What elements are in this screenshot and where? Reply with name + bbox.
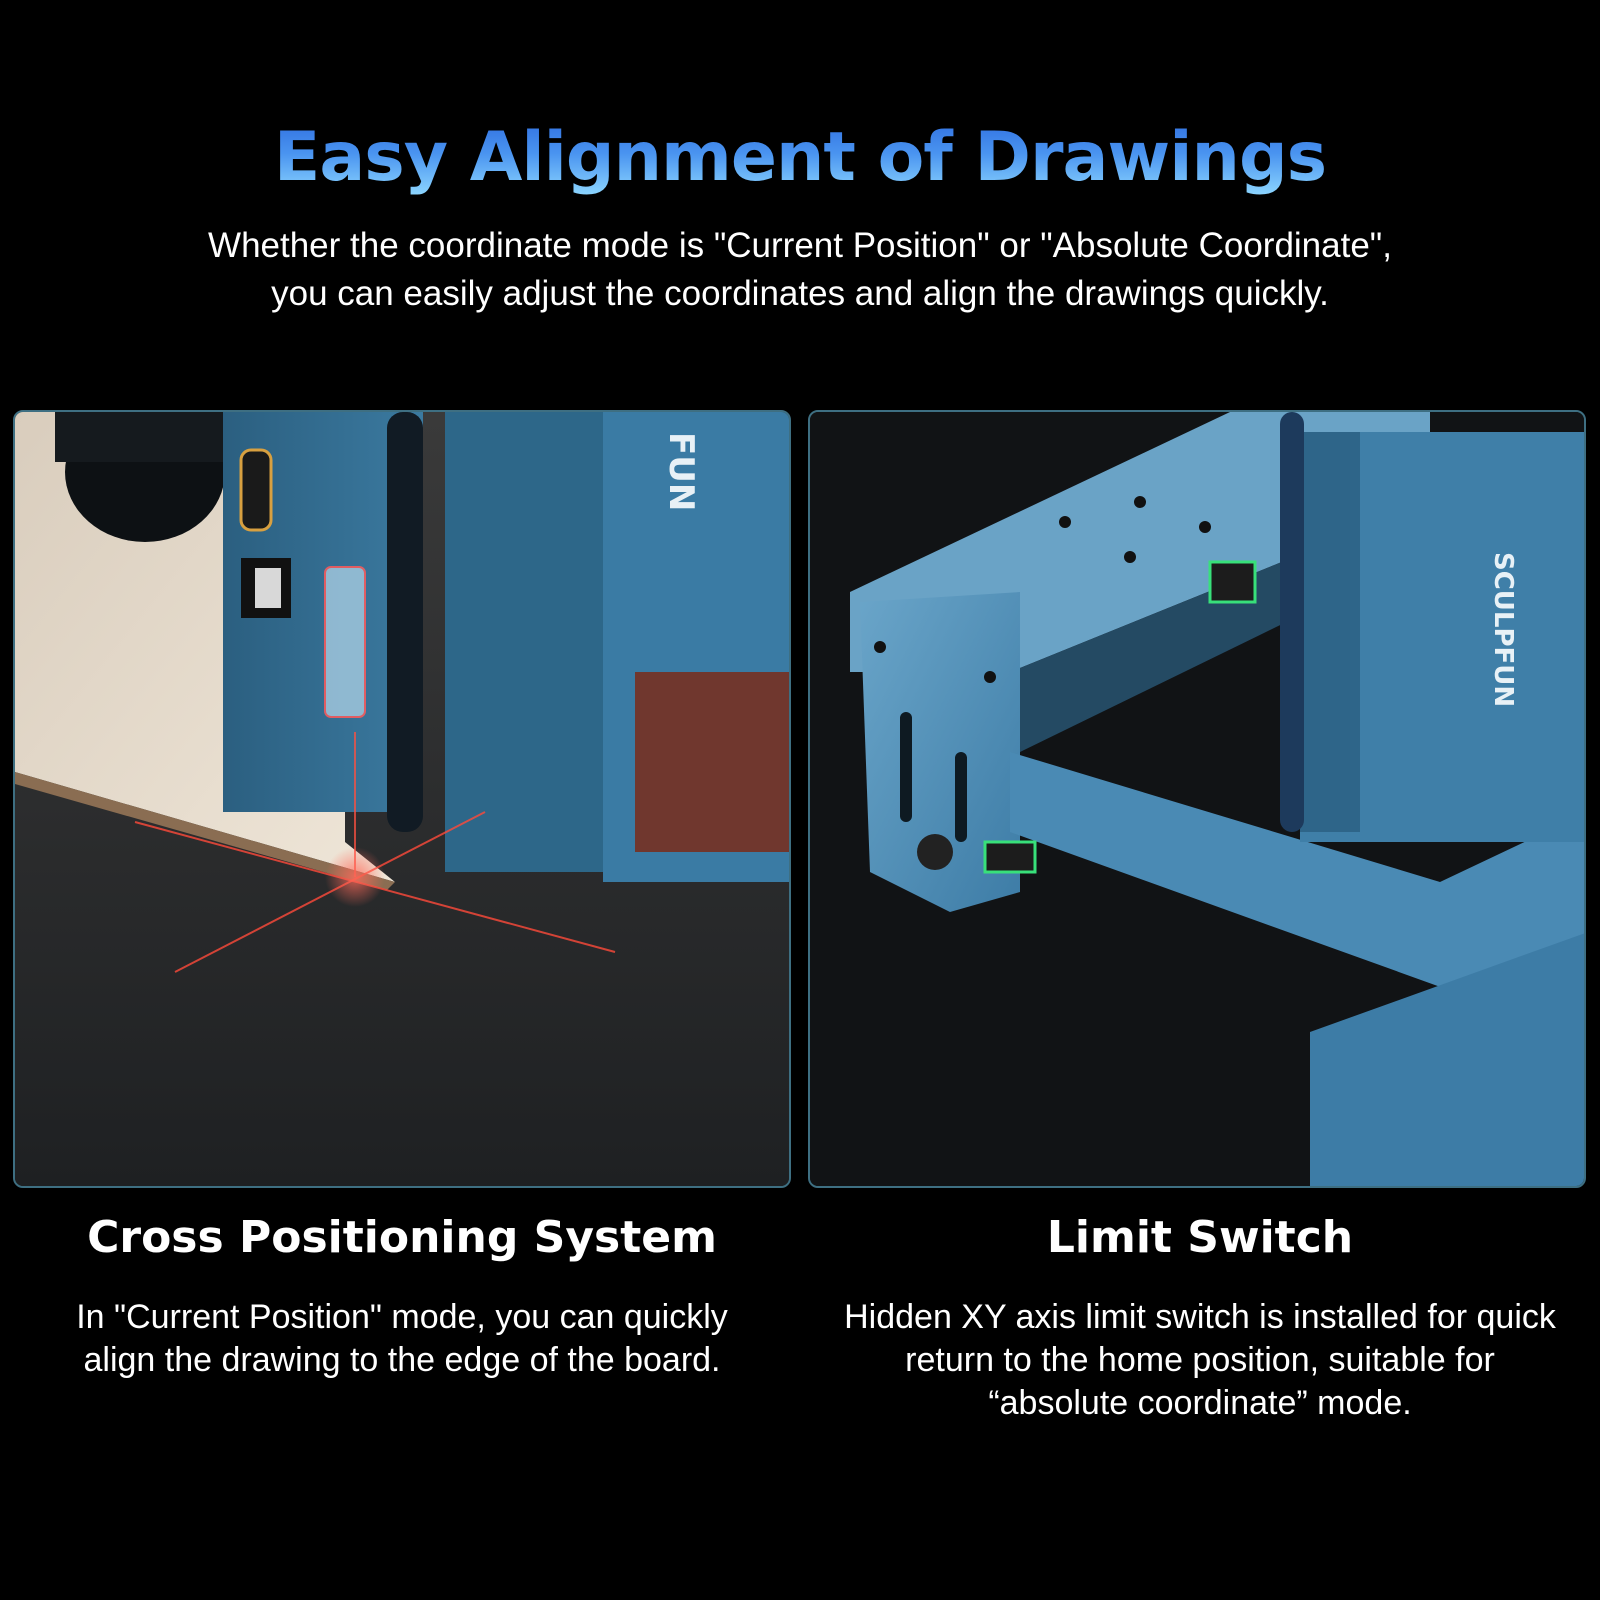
cross-positioning-image: FUN	[13, 410, 791, 1188]
feature-text-limit-switch: Hidden XY axis limit switch is installed…	[800, 1296, 1600, 1425]
feature-text-cross-positioning: In "Current Position" mode, you can quic…	[13, 1296, 791, 1382]
brand-text: FUN	[661, 432, 701, 511]
limit-switch-image: SCULPFUN	[808, 410, 1586, 1188]
subtitle-line-1: Whether the coordinate mode is "Current …	[208, 226, 1392, 265]
subtitle-line-2: you can easily adjust the coordinates an…	[271, 274, 1329, 313]
page-subtitle: Whether the coordinate mode is "Current …	[0, 222, 1600, 318]
feature-text-line: “absolute coordinate” mode.	[988, 1384, 1412, 1422]
feature-text-line: return to the home position, suitable fo…	[905, 1341, 1495, 1379]
laser-module-illustration: FUN	[15, 412, 789, 1186]
feature-text-line: In "Current Position" mode, you can quic…	[76, 1298, 728, 1336]
page-title: Easy Alignment of Drawings	[0, 118, 1600, 197]
engraver-frame-illustration: SCULPFUN	[810, 412, 1584, 1186]
feature-text-line: align the drawing to the edge of the boa…	[83, 1341, 721, 1379]
feature-title-limit-switch: Limit Switch	[1046, 1212, 1354, 1263]
limit-switch-y	[1208, 560, 1257, 604]
limit-switch-x	[983, 840, 1037, 874]
feature-title-cross-positioning: Cross Positioning System	[87, 1212, 717, 1263]
brand-text: SCULPFUN	[1488, 552, 1518, 707]
feature-text-line: Hidden XY axis limit switch is installed…	[844, 1298, 1556, 1336]
